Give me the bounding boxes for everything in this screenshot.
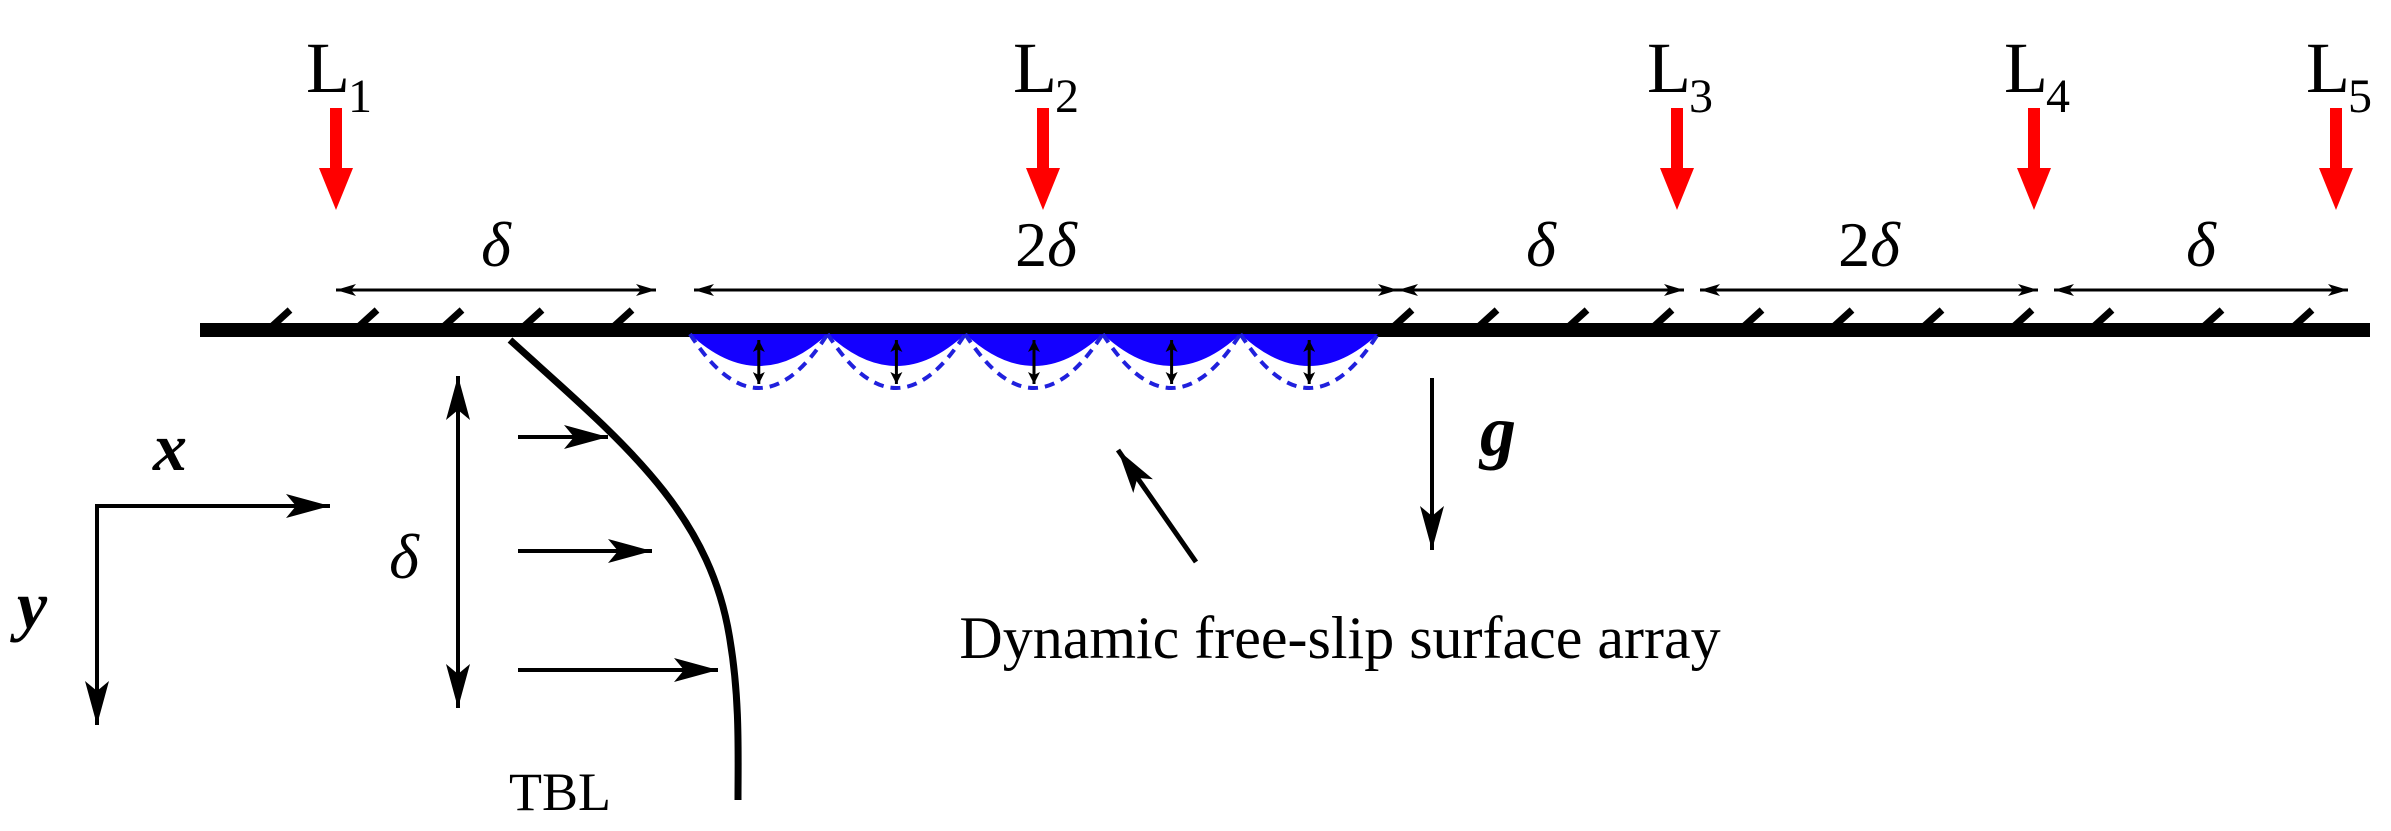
span-dimension: 2δ [1700,209,2038,296]
wall-hatch-mark [352,307,380,333]
x-axis-label: x [152,409,187,485]
span-dimension-label: δ [481,209,512,280]
wall-hatch-mark [2197,307,2225,333]
location-label: L [306,28,350,108]
span-dimension-label: δ [1526,209,1557,280]
location-label-subscript: 3 [1689,70,1713,123]
location-label-subscript: 4 [2046,70,2070,123]
tbl-label: TBL [509,762,611,822]
location-marker-head [1026,168,1060,210]
location-label-subscript: 1 [348,70,372,123]
wall-hatch-mark [517,307,545,333]
wall-hatch-mark [2287,307,2315,333]
location-marker-L5: L5 [2306,28,2372,210]
wall-hatch-mark [607,307,635,333]
coordinate-axes: x y [10,409,330,725]
boundary-layer: δ TBL [389,337,742,822]
location-marker-L3: L3 [1647,28,1713,210]
surface-array-caption: Dynamic free-slip surface array [959,448,1721,671]
free-slip-cell [825,332,967,390]
wall-hatch-mark [1827,307,1855,333]
free-slip-cell-deflection [963,332,1105,390]
span-dimensions: δ 2δ δ 2δ δ [336,209,2348,296]
span-dimension: δ [336,209,656,296]
location-marker-head [319,168,353,210]
tbl-profile-curve [507,337,742,801]
location-label: L [1013,28,1057,108]
wall-hatch-mark [437,307,465,333]
location-marker-head [2319,168,2353,210]
span-dimension-label: 2δ [1015,209,1078,280]
y-axis-label: y [10,567,48,643]
wall-hatch-mark [1737,307,1765,333]
free-slip-cell-deflection [1238,332,1380,390]
wall-hatch-mark [265,307,293,333]
wall-hatching [265,307,2315,333]
wall-hatch-mark [1647,307,1675,333]
wall-hatch-mark [1917,307,1945,333]
location-label-subscript: 2 [1055,70,1079,123]
free-slip-surface-array [688,332,1380,390]
location-marker-L1: L1 [306,28,372,210]
free-slip-cell [1101,332,1243,390]
span-dimension: δ [1398,209,1684,296]
location-label: L [2004,28,2048,108]
gravity-indicator: g [1420,378,1516,550]
free-slip-cell [1238,332,1380,390]
wall-hatch-mark [2007,307,2035,333]
location-label: L [1647,28,1691,108]
location-marker-L2: L2 [1013,28,1079,210]
location-marker-L4: L4 [2004,28,2070,210]
free-slip-cell-deflection [1101,332,1243,390]
wall-hatch-mark [1472,307,1500,333]
span-dimension-label: 2δ [1838,209,1901,280]
free-slip-cell-deflection [825,332,967,390]
wall-hatch-mark [2087,307,2115,333]
free-slip-cell [688,332,830,390]
span-dimension: δ [2054,209,2348,296]
wall-hatch-mark [1387,307,1415,333]
location-label-subscript: 5 [2348,70,2372,123]
gravity-label: g [1478,391,1516,471]
span-dimension-label: δ [2186,209,2217,280]
free-slip-cell [963,332,1105,390]
caption-text: Dynamic free-slip surface array [959,605,1720,671]
location-label: L [2306,28,2350,108]
tbl-thickness-label: δ [389,521,420,592]
wall-hatch-mark [1562,307,1590,333]
location-marker-head [2017,168,2051,210]
span-dimension: 2δ [694,209,1398,296]
location-marker-head [1660,168,1694,210]
free-slip-cell-deflection [688,332,830,390]
caption-pointer-arrow [1115,448,1199,564]
